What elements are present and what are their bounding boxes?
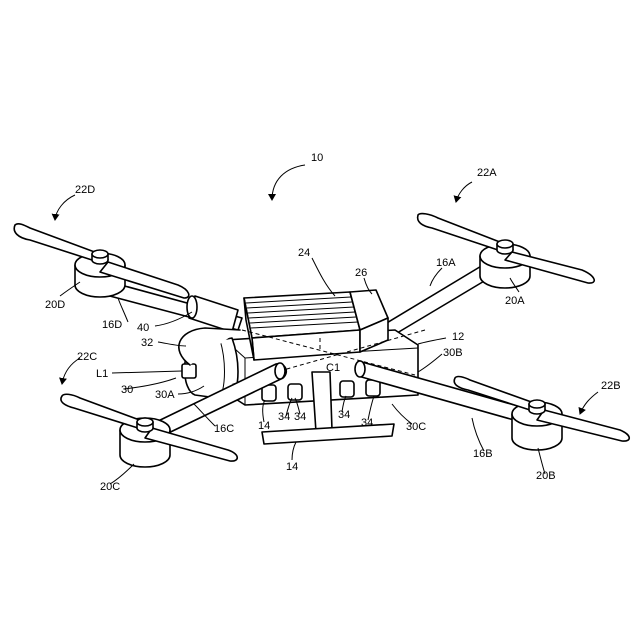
label-32: 32 [141, 337, 153, 349]
label-34-c: 34 [338, 409, 350, 421]
label-22B: 22B [601, 380, 621, 392]
propeller-blade [61, 394, 145, 428]
connector-30A [182, 364, 196, 378]
label-16C: 16C [214, 423, 234, 435]
label-26: 26 [355, 267, 367, 279]
label-30A: 30A [155, 389, 175, 401]
rotation-arrow-22A [456, 182, 472, 202]
arrow-10 [272, 165, 305, 200]
label-34-b: 34 [294, 411, 306, 423]
label-30B: 30B [443, 347, 463, 359]
label-20D: 20D [45, 299, 65, 311]
label-12: 12 [452, 331, 464, 343]
label-16D: 16D [102, 319, 122, 331]
label-30: 30 [121, 384, 133, 396]
label-14-left: 14 [258, 420, 270, 432]
rotation-arrow-22B [580, 392, 598, 414]
rotor-20D [14, 224, 189, 298]
label-20A: 20A [505, 295, 525, 307]
propeller-blade [14, 224, 100, 260]
label-20C: 20C [100, 481, 120, 493]
rotation-arrow-22D [55, 195, 75, 220]
label-16B: 16B [473, 448, 493, 460]
label-34-d: 34 [361, 417, 373, 429]
label-16A: 16A [436, 257, 456, 269]
label-40: 40 [137, 322, 149, 334]
label-22C: 22C [77, 351, 97, 363]
label-L1: L1 [96, 368, 108, 380]
rotor-20A [418, 214, 595, 288]
label-C1: C1 [326, 362, 340, 374]
label-30C: 30C [406, 421, 426, 433]
label-34-a: 34 [278, 411, 290, 423]
sleeve-40 [187, 296, 238, 332]
label-22A: 22A [477, 167, 497, 179]
payload-24 [244, 292, 360, 360]
label-14-bottom: 14 [286, 461, 298, 473]
label-22D: 22D [75, 184, 95, 196]
label-10: 10 [311, 152, 323, 164]
label-20B: 20B [536, 470, 556, 482]
label-24: 24 [298, 247, 310, 259]
propeller-blade [418, 214, 505, 250]
